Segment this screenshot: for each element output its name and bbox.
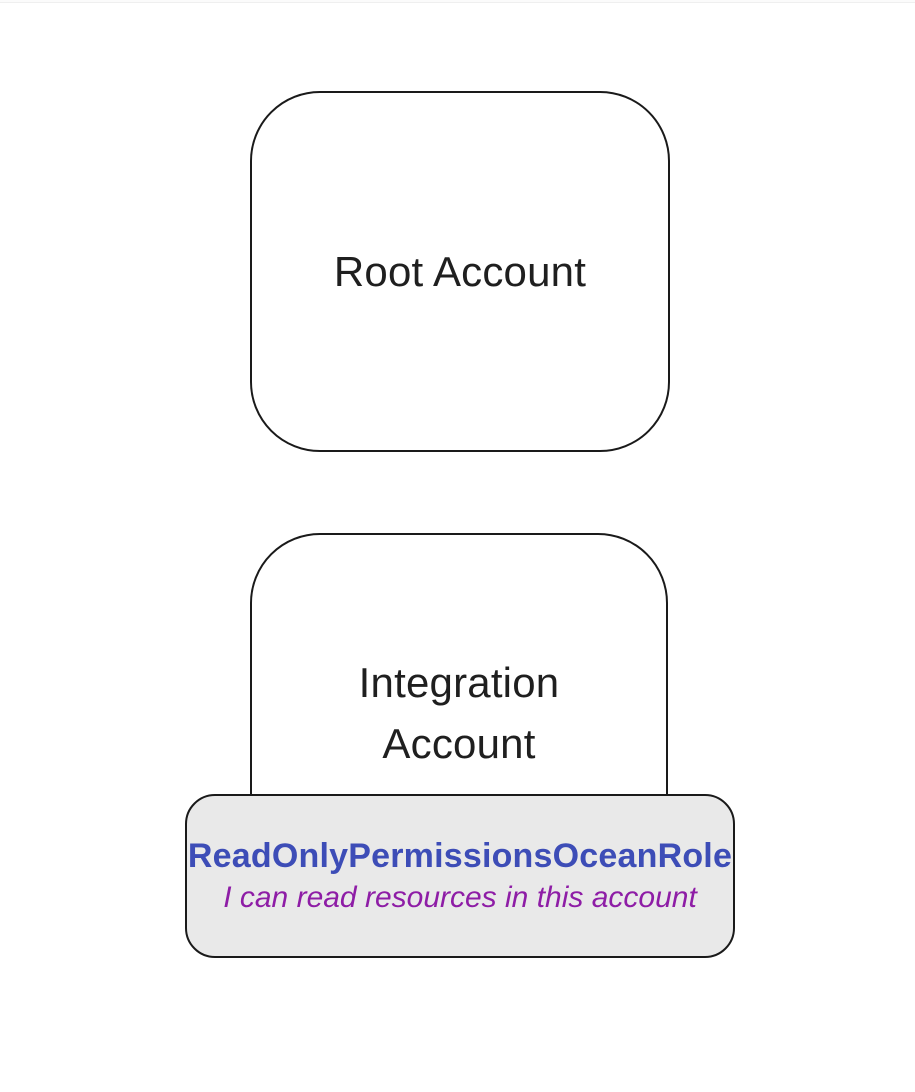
root-account-node: Root Account	[250, 91, 670, 452]
integration-account-label: Integration Account	[359, 652, 560, 774]
role-description: I can read resources in this account	[223, 881, 697, 914]
role-badge: ReadOnlyPermissionsOceanRole I can read …	[185, 794, 735, 958]
top-divider	[0, 0, 915, 3]
root-account-label: Root Account	[333, 248, 587, 295]
integration-account-label-line-2: Account	[382, 720, 536, 767]
role-name: ReadOnlyPermissionsOceanRole	[187, 837, 733, 875]
integration-account-label-line-1: Integration	[358, 659, 560, 706]
